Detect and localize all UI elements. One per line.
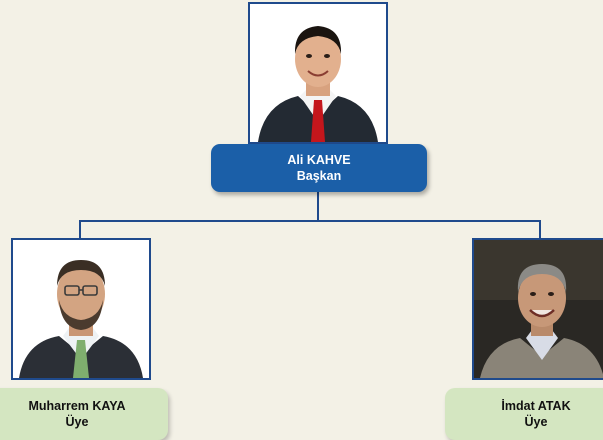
member-role-right: Üye [524,415,548,429]
member-photo-right [472,238,603,380]
member-role-left: Üye [65,415,89,429]
member-box-left: Muharrem KAYA Üye [0,388,168,440]
chair-role: Başkan [296,169,342,183]
member-name-right: İmdat ATAK [501,399,571,413]
member-photo-left [11,238,151,380]
chair-name: Ali KAHVE [287,153,351,167]
chair-box: Ali KAHVE Başkan [211,144,427,192]
member-name-left: Muharrem KAYA [28,399,126,413]
chair-photo [248,2,388,144]
member-box-right: İmdat ATAK Üye [445,388,603,440]
